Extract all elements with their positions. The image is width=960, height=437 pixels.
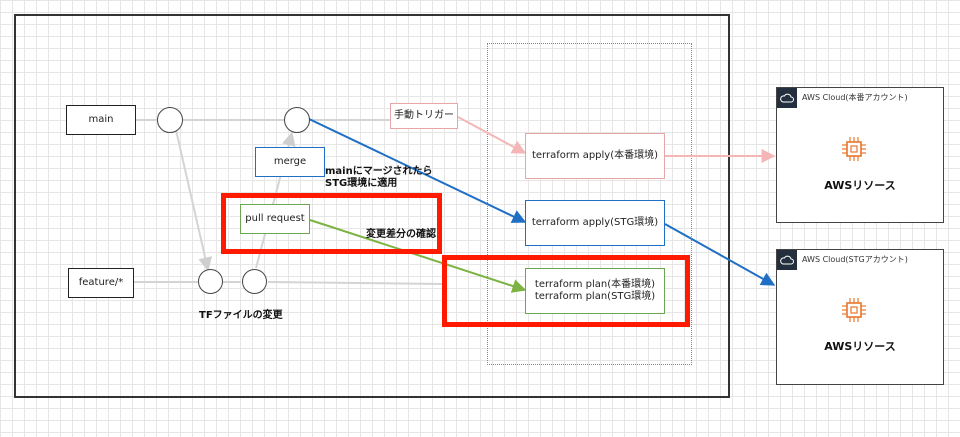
manual-trigger-label: 手動トリガー bbox=[394, 109, 454, 121]
cloud-icon bbox=[777, 88, 797, 108]
feature-branch-node: feature/* bbox=[68, 268, 134, 298]
cloud-icon bbox=[777, 250, 797, 270]
aws-resource-stg-label: AWSリソース bbox=[824, 340, 896, 353]
terraform-plan-prod-label: terraform plan(本番環境) bbox=[534, 278, 656, 290]
aws-cloud-stg-title: AWS Cloud(STGアカウント) bbox=[802, 255, 908, 264]
terraform-apply-prod-node: terraform apply(本番環境) bbox=[525, 133, 665, 179]
main-branch-node: main bbox=[66, 105, 136, 135]
terraform-plan-node: terraform plan(本番環境) terraform plan(STG環… bbox=[525, 268, 665, 314]
pull-request-label: pull request bbox=[245, 212, 305, 224]
manual-trigger-arrow bbox=[457, 116, 527, 154]
aws-resource-prod-label: AWSリソース bbox=[824, 179, 896, 192]
stg-apply-arrow bbox=[306, 117, 527, 223]
feature-branch-line-3 bbox=[267, 281, 443, 285]
terraform-plan-stg-label: terraform plan(STG環境) bbox=[534, 291, 656, 302]
aws-cloud-stg: AWS Cloud(STGアカウント) AWSリソース bbox=[776, 249, 944, 385]
stg-deploy-arrow bbox=[664, 223, 776, 286]
merge-node: merge bbox=[255, 147, 325, 177]
chip-icon bbox=[840, 296, 868, 328]
commit-circle-feature-2 bbox=[242, 269, 267, 294]
aws-cloud-prod-title: AWS Cloud(本番アカウント) bbox=[802, 93, 908, 102]
commit-circle-main-1 bbox=[157, 107, 183, 133]
merge-label: merge bbox=[273, 155, 307, 167]
plan-arrow bbox=[309, 219, 527, 293]
terraform-apply-stg-node: terraform apply(STG環境) bbox=[525, 200, 665, 246]
merge-apply-annotation-line1: mainにマージされたら bbox=[325, 166, 433, 177]
feature-branch-label: feature/* bbox=[78, 276, 124, 288]
terraform-apply-stg-label: terraform apply(STG環境) bbox=[531, 216, 659, 228]
merge-apply-annotation: mainにマージされたら STG環境に適用 bbox=[325, 166, 433, 190]
manual-trigger-node: 手動トリガー bbox=[390, 103, 458, 129]
merge-apply-annotation-line2: STG環境に適用 bbox=[325, 178, 398, 189]
aws-cloud-prod: AWS Cloud(本番アカウント) AWSリソース bbox=[776, 87, 944, 223]
pull-request-node: pull request bbox=[240, 204, 310, 234]
tf-change-annotation: TFファイルの変更 bbox=[199, 310, 283, 321]
workflow-frame bbox=[14, 14, 730, 398]
diff-check-annotation: 変更差分の確認 bbox=[366, 229, 436, 240]
commit-circle-feature-1 bbox=[198, 269, 223, 294]
pull-request-highlight bbox=[221, 193, 442, 254]
chip-icon bbox=[840, 135, 868, 167]
main-branch-label: main bbox=[88, 113, 114, 125]
terraform-apply-prod-label: terraform apply(本番環境) bbox=[531, 149, 659, 161]
branch-out-line bbox=[175, 129, 213, 272]
commit-circle-main-2 bbox=[284, 107, 310, 133]
terraform-plan-highlight bbox=[442, 255, 690, 327]
